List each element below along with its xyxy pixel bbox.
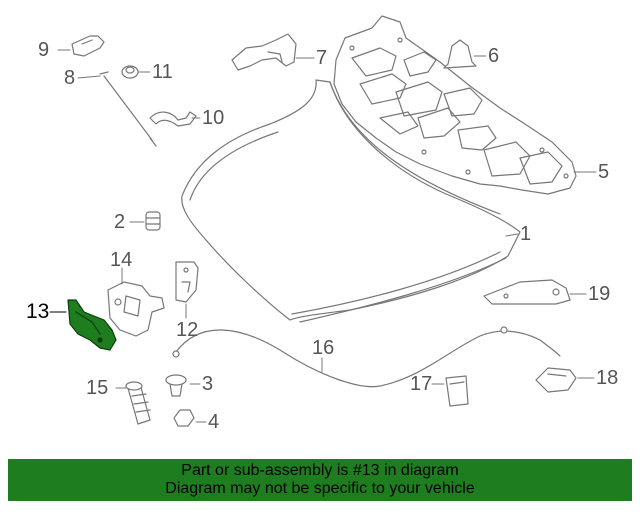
part-4-clip[interactable]	[173, 409, 195, 427]
part-3-stop[interactable]	[165, 374, 187, 397]
callout-13-highlighted[interactable]: 13	[26, 300, 50, 323]
callout-15[interactable]: 15	[86, 377, 109, 399]
banner-line-1: Part or sub-assembly is #13 in diagram	[181, 462, 459, 479]
part-7-bracket[interactable]	[231, 33, 297, 71]
part-16-cable[interactable]	[172, 326, 561, 388]
part-13-latch-highlighted[interactable]	[67, 299, 117, 351]
callout-12[interactable]: 12	[176, 319, 199, 341]
banner-line-2: Diagram may not be specific to your vehi…	[165, 480, 475, 497]
part-17-cover[interactable]	[445, 375, 469, 407]
callout-1[interactable]: 1	[520, 223, 532, 245]
part-11-grommet[interactable]	[121, 65, 139, 79]
callout-5[interactable]: 5	[598, 161, 610, 183]
callout-7[interactable]: 7	[316, 47, 328, 69]
part-6-clip[interactable]	[443, 39, 477, 69]
leader-lines	[49, 49, 597, 423]
part-9-bracket[interactable]	[71, 35, 105, 57]
part-5-insulator[interactable]	[333, 15, 577, 195]
callout-14[interactable]: 14	[110, 249, 133, 271]
callout-8[interactable]: 8	[64, 67, 76, 89]
callout-18[interactable]: 18	[596, 367, 619, 389]
part-1-hood[interactable]	[181, 79, 521, 323]
callout-19[interactable]: 19	[588, 283, 611, 305]
callout-3[interactable]: 3	[202, 373, 214, 395]
callout-17[interactable]: 17	[410, 373, 433, 395]
info-banner: Part or sub-assembly is #13 in diagram D…	[8, 459, 632, 501]
part-19-hinge[interactable]	[483, 279, 571, 305]
part-10-holder[interactable]	[149, 111, 197, 127]
callout-4[interactable]: 4	[208, 411, 220, 433]
part-14-lock[interactable]	[107, 281, 165, 337]
callout-10[interactable]: 10	[202, 107, 225, 129]
part-15-handle[interactable]	[125, 381, 151, 425]
callout-9[interactable]: 9	[38, 39, 50, 61]
part-12-striker[interactable]	[175, 261, 199, 303]
callout-11[interactable]: 11	[152, 61, 173, 83]
callout-2[interactable]: 2	[114, 211, 126, 233]
part-8-prop-rod[interactable]	[99, 71, 157, 147]
callout-16[interactable]: 16	[312, 337, 335, 359]
callout-6[interactable]: 6	[488, 45, 500, 67]
part-18-lever[interactable]	[535, 367, 577, 393]
part-2-bumper[interactable]	[145, 211, 161, 231]
